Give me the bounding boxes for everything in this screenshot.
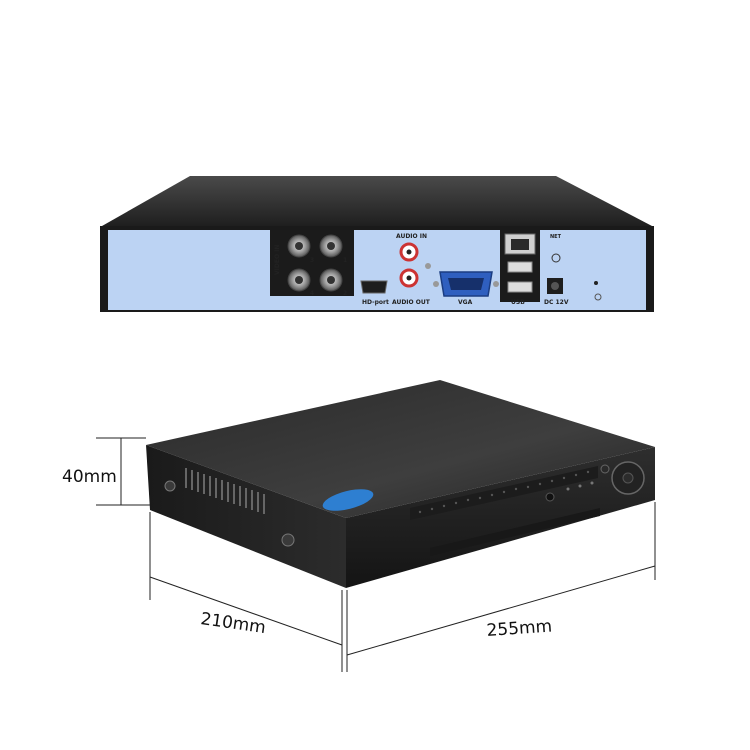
channel-number-3: 3 [310,257,314,264]
dimension-annotations [96,437,656,672]
vga-screw-right [493,281,499,287]
dc-label: DC 12V [544,299,569,306]
rear-view: VIDEO IN 3 1 4 2 AUDIO IN AUDIO OUT HD-p… [100,176,654,312]
ground-icon [594,293,602,301]
vga-screw-left [433,281,439,287]
video-in-label: VIDEO IN [274,245,281,275]
bnc-pin-2 [327,276,335,284]
bnc-pin-4 [295,276,303,284]
bnc-pin-1 [327,242,335,250]
audio-out-label: AUDIO OUT [392,299,431,306]
vga-label: VGA [458,299,473,306]
front-grille-lower [430,508,600,556]
menu-button [600,464,610,474]
channel-number-2: 2 [343,290,347,297]
ground-screw-icon [425,263,431,269]
ir-sensor [545,492,555,502]
bnc-pin-3 [295,242,303,250]
audio-out-hole [406,275,412,281]
channel-number-1: 1 [343,257,347,264]
channel-number-4: 4 [310,290,314,297]
brand-logo-badge [322,489,374,511]
case-left-side [146,445,346,588]
front-grille-dots [418,470,590,514]
usb-label: USB [511,299,525,306]
hdmi-port [360,280,388,294]
side-screw-right [281,533,295,547]
hd-port-label: HD-port [362,299,389,306]
depth-dimension-label: 210mm [199,609,267,638]
led-power [566,487,570,491]
usb-port-top [507,261,533,273]
rear-panel-face [108,230,646,310]
dc-jack-hole [551,282,559,290]
audio-in-hole [406,249,412,255]
net-led-icon [551,253,561,263]
audio-in-label: AUDIO IN [396,233,427,240]
led-net [590,481,594,485]
width-dimension-label: 255mm [486,616,553,641]
reset-button [594,281,598,285]
led-hdd [578,484,582,488]
usb-port-bottom [507,281,533,293]
ethernet-socket [511,239,529,250]
vga-pins [448,278,484,290]
height-dimension-label: 40mm [62,467,117,487]
net-label: NET [550,234,562,240]
nav-center-button [622,472,634,484]
rear-top-cover [102,176,652,226]
case-top [146,380,655,518]
side-vents [185,468,265,514]
product-3d-view [146,380,655,588]
side-screw-left [164,480,176,492]
